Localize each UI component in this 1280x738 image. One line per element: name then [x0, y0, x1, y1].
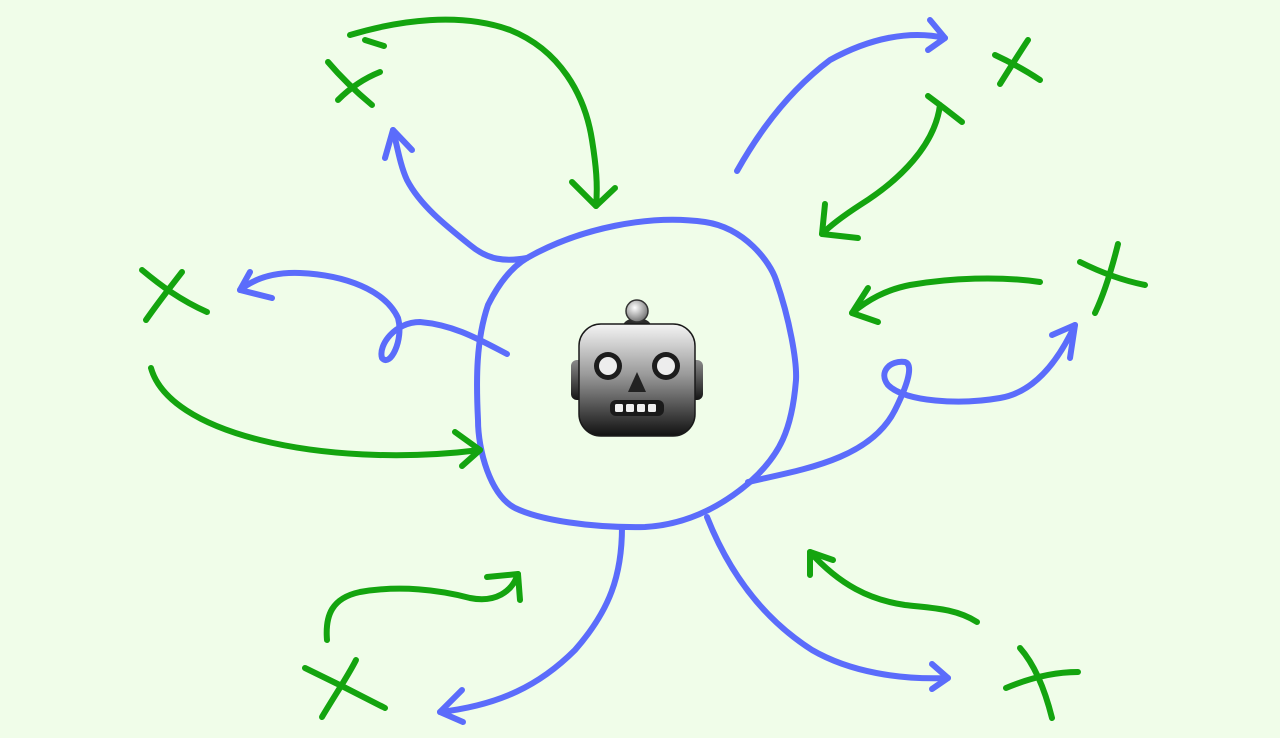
- action-arrowhead-left: [237, 269, 275, 301]
- x-mark-icon: [992, 37, 1043, 87]
- agent-boundary: [474, 216, 800, 531]
- observation-arrow-right: [849, 275, 1043, 316]
- x-mark-icon: [1077, 241, 1148, 316]
- observation-arrowhead-top: [569, 179, 618, 209]
- action-arrow-right: [745, 322, 1078, 485]
- observation-arrow-upper-right-tail: [925, 93, 965, 125]
- observation-arrowhead-bottom-left: [484, 571, 523, 603]
- observation-arrow-top-tail: [362, 37, 387, 49]
- observation-arrow-top: [347, 16, 600, 209]
- action-arrowhead-bottom-left: [437, 687, 466, 725]
- observation-arrow-upper-right: [819, 102, 943, 237]
- robot-icon: [571, 299, 703, 437]
- action-arrowhead-upper-right: [925, 17, 948, 53]
- action-arrow-upper-left: [390, 127, 530, 263]
- action-arrowhead-upper-left: [382, 127, 415, 161]
- observation-arrowhead-upper-right: [819, 201, 861, 241]
- observation-arrowhead-left: [452, 429, 483, 469]
- x-mark-icon: [325, 59, 383, 108]
- observation-arrow-left: [148, 365, 483, 459]
- action-arrow-left: [237, 269, 510, 363]
- observation-arrowhead-bottom-right: [807, 549, 836, 578]
- action-arrowhead-bottom-right: [929, 661, 951, 692]
- x-mark-icon: [1003, 645, 1081, 721]
- x-mark-icon: [302, 657, 388, 720]
- action-arrowhead-right: [1049, 322, 1078, 361]
- observation-arrowhead-right: [849, 285, 881, 325]
- action-arrow-bottom-left: [437, 524, 625, 715]
- action-arrow-bottom-right: [704, 514, 951, 682]
- observation-arrow-bottom-right: [807, 549, 980, 625]
- action-arrow-upper-right: [734, 31, 948, 174]
- x-mark-icon: [139, 267, 210, 323]
- observation-arrow-bottom-left: [323, 571, 521, 643]
